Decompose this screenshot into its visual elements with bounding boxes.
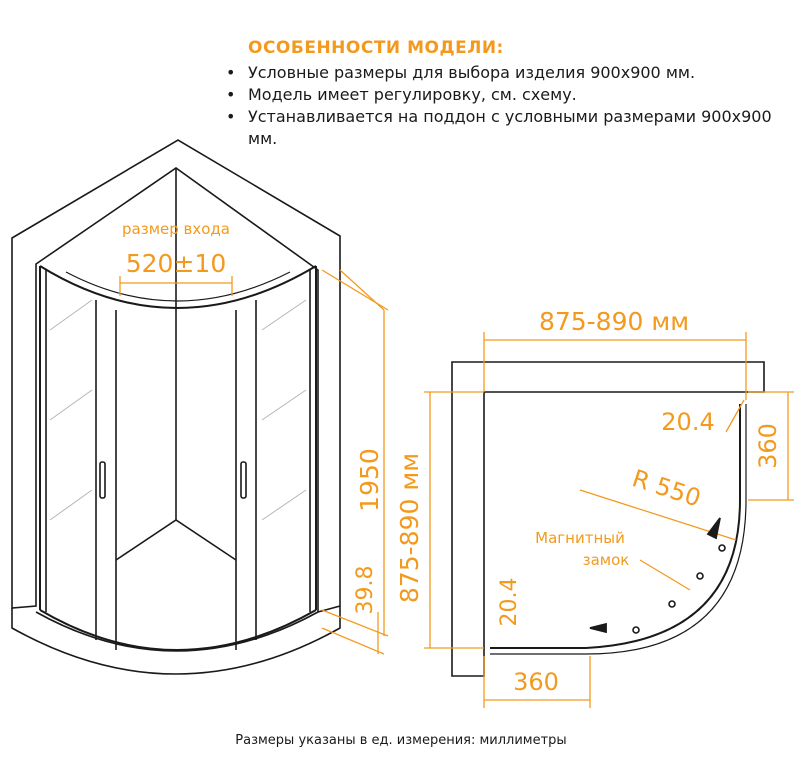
- front-view: [11, 139, 341, 675]
- features-list: Условные размеры для выбора изделия 900х…: [222, 62, 792, 150]
- base-value: 39.8: [353, 566, 378, 615]
- plan-glass-arc: [490, 404, 741, 649]
- depth-dim-line: [339, 269, 385, 311]
- plan-wall-gap: 20.4: [661, 408, 714, 436]
- features-title: ОСОБЕННОСТИ МОДЕЛИ:: [248, 38, 504, 58]
- adjustment-arrows: [589, 517, 721, 634]
- inner-floor: [115, 519, 237, 561]
- lock-marker: [668, 600, 676, 608]
- side-value: 875-890 мм: [395, 453, 424, 603]
- tray-outline: [11, 606, 341, 675]
- wall-gap-leader: [725, 399, 745, 433]
- plan-view: [451, 361, 765, 677]
- plan-bottom-depth: 360: [513, 668, 559, 696]
- bottom-rail: [39, 609, 317, 651]
- magnet-leader: [639, 559, 691, 591]
- left-handle: [99, 461, 106, 499]
- plan-glass-arc-inner: [490, 404, 747, 655]
- features-block: ОСОБЕННОСТИ МОДЕЛИ: Условные размеры для…: [222, 38, 792, 150]
- footer-note: Размеры указаны в ед. измерения: миллиме…: [235, 733, 567, 748]
- plan-side-depth: 360: [754, 423, 782, 469]
- entrance-value: 520±10: [126, 249, 226, 278]
- features-item: Модель имеет регулировку, см. схему.: [222, 84, 792, 106]
- entrance-label: размер входа: [122, 220, 230, 238]
- wall-outline: [11, 139, 341, 614]
- lock-marker: [632, 626, 640, 634]
- lock-marker: [718, 544, 726, 552]
- features-item: Устанавливается на поддон с условными ра…: [222, 106, 792, 150]
- plan-wall: [451, 361, 765, 677]
- top-rail: [39, 265, 317, 309]
- plan-width-value: 875-890 мм: [539, 307, 689, 336]
- glass-reflections: [49, 299, 307, 521]
- front-dimensions: [119, 269, 389, 655]
- tray-top: [35, 611, 319, 652]
- magnet-label-1: Магнитный: [535, 529, 625, 547]
- top-rail-inner: [65, 271, 291, 302]
- right-handle: [240, 461, 247, 499]
- plan-dimensions: [424, 332, 794, 708]
- magnet-label-2: замок: [583, 551, 630, 569]
- features-item: Условные размеры для выбора изделия 900х…: [222, 62, 792, 84]
- plan-bottom-gap: 20.4: [497, 578, 522, 627]
- plan-radius: R 550: [629, 464, 704, 512]
- lock-marker: [696, 572, 704, 580]
- height-value: 1950: [355, 448, 384, 512]
